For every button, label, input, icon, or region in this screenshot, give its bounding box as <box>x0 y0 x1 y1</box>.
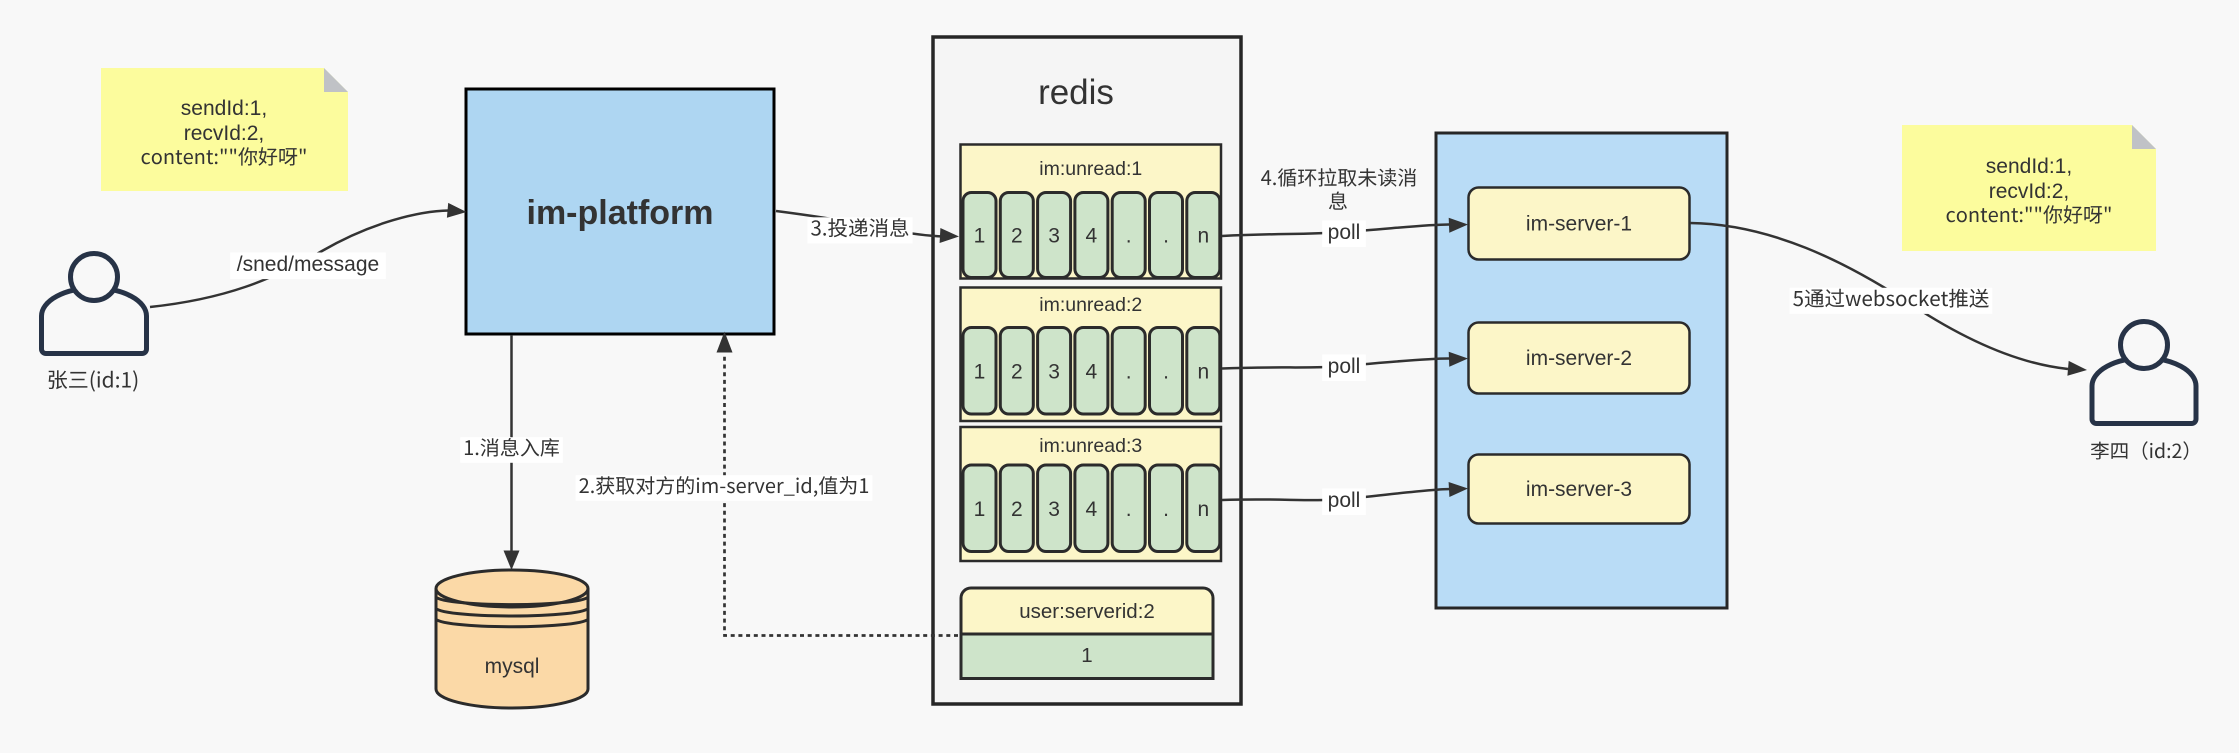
svg-text:.: . <box>1163 360 1169 383</box>
svg-text:recvId:2,: recvId:2, <box>1989 180 2070 203</box>
svg-text:1: 1 <box>974 498 986 521</box>
svg-text:.: . <box>1163 498 1169 521</box>
svg-text:3: 3 <box>1048 498 1060 521</box>
svg-text:im-platform: im-platform <box>527 194 714 232</box>
svg-text:2: 2 <box>1011 225 1023 248</box>
svg-text:poll: poll <box>1328 355 1361 378</box>
svg-text:im-server-3: im-server-3 <box>1526 478 1632 501</box>
svg-text:poll: poll <box>1328 221 1361 244</box>
svg-text:.: . <box>1126 498 1132 521</box>
svg-text:3: 3 <box>1048 225 1060 248</box>
svg-text:4: 4 <box>1086 498 1098 521</box>
svg-text:n: n <box>1197 498 1209 521</box>
svg-text:1: 1 <box>974 360 986 383</box>
svg-text:im-server-1: im-server-1 <box>1526 213 1632 236</box>
svg-text:2: 2 <box>1011 498 1023 521</box>
svg-text:mysql: mysql <box>485 655 540 678</box>
svg-text:2: 2 <box>1011 360 1023 383</box>
svg-text:n: n <box>1197 360 1209 383</box>
svg-text:.: . <box>1126 360 1132 383</box>
svg-text:n: n <box>1197 225 1209 248</box>
svg-text:poll: poll <box>1328 489 1361 512</box>
svg-text:.: . <box>1163 225 1169 248</box>
svg-text:im:unread:2: im:unread:2 <box>1039 294 1142 316</box>
svg-text:redis: redis <box>1038 73 1114 112</box>
svg-text:.: . <box>1126 225 1132 248</box>
svg-text:4: 4 <box>1086 360 1098 383</box>
svg-text:1: 1 <box>1081 644 1092 667</box>
svg-text:im-server-2: im-server-2 <box>1526 347 1632 370</box>
svg-text:user:serverid:2: user:serverid:2 <box>1019 600 1155 623</box>
svg-text:sendId:1,: sendId:1, <box>181 97 267 120</box>
svg-text:1: 1 <box>974 225 986 248</box>
svg-text:im:unread:1: im:unread:1 <box>1039 158 1142 180</box>
svg-text:/sned/message: /sned/message <box>237 253 379 276</box>
svg-text:sendId:1,: sendId:1, <box>1986 155 2072 178</box>
svg-text:4: 4 <box>1086 225 1098 248</box>
svg-text:3: 3 <box>1048 360 1060 383</box>
svg-text:recvId:2,: recvId:2, <box>184 122 265 145</box>
svg-text:im:unread:3: im:unread:3 <box>1039 435 1142 457</box>
